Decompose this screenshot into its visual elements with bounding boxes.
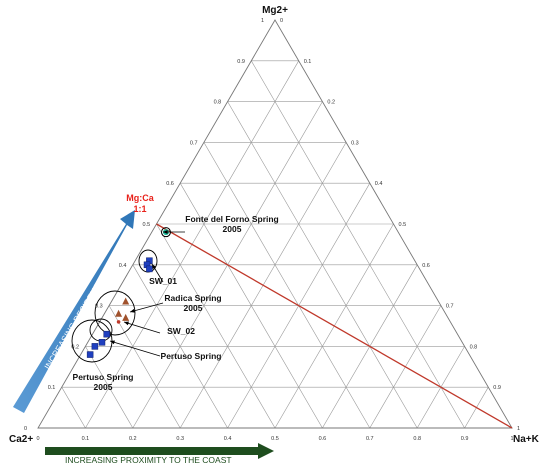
tick-label-bottom: 0.8 xyxy=(413,436,421,442)
annotation-arrow xyxy=(109,340,161,357)
grid-line-ca xyxy=(61,387,86,429)
tick-label-left: 0.9 xyxy=(237,59,245,65)
tick-labels: 0 0 0 0.1 0.1 0.1 0.2 0.2 0.2 0.3 0.3 0.3 0.4 0.4 0.4 0… xyxy=(24,18,520,442)
tick-label-bottom: 0.1 xyxy=(82,436,90,442)
proximity-arrow: INCREASING PROXIMITY TO THE COAST xyxy=(45,443,274,465)
apex-label-nak: Na+K xyxy=(513,434,540,445)
annotation-pertuso-spring-2005: 2005 xyxy=(94,382,113,392)
tick-label-bottom: 0.5 xyxy=(271,436,279,442)
annotation-radica-spring: Radica Spring xyxy=(164,293,221,303)
grid-line-ca xyxy=(132,264,228,429)
data-points xyxy=(86,227,171,358)
reference-line-label: 1:1 xyxy=(133,204,146,214)
tick-label-left: 0.6 xyxy=(166,181,174,187)
tick-label-right: 0 xyxy=(280,18,283,24)
data-point-pertuso-spring xyxy=(98,339,106,346)
annotation-fonte-del-forno: Fonte del Forno Spring xyxy=(185,214,279,224)
reference-line-label: Mg:Ca xyxy=(126,193,154,203)
tick-label-right: 0.1 xyxy=(304,59,312,65)
data-point-pertuso-spring xyxy=(103,330,110,338)
grid-line-ca xyxy=(108,305,181,429)
residence-time-arrow: INCREASING RESIDENCE TIME xyxy=(13,210,135,413)
apex-label-mg: Mg2+ xyxy=(262,5,288,16)
group-circle xyxy=(94,290,136,336)
annotation-radica-spring: 2005 xyxy=(184,303,203,313)
data-point-sw-02 xyxy=(116,320,121,324)
data-point-sw-01 xyxy=(146,265,153,273)
tick-label-bottom: 1 xyxy=(510,436,513,442)
tick-label-right: 0.8 xyxy=(470,344,478,350)
tick-label-left: 0.8 xyxy=(214,100,222,106)
tick-label-left: 0.7 xyxy=(190,140,198,146)
tick-label-right: 1 xyxy=(517,426,520,432)
tick-label-right: 0.4 xyxy=(375,181,383,187)
tick-label-left: 0 xyxy=(24,426,27,432)
tick-label-right: 0.7 xyxy=(446,304,454,310)
annotation-fonte-del-forno: 2005 xyxy=(223,224,242,234)
data-point-pertuso-spring-2005 xyxy=(91,343,99,350)
annotation-pertuso-spring-2005: Pertuso Spring xyxy=(73,372,134,382)
tick-label-bottom: 0.3 xyxy=(176,436,184,442)
annotation-arrowhead xyxy=(152,264,157,269)
grid-line-ca xyxy=(85,346,134,429)
reference-line xyxy=(156,223,513,429)
annotation-arrow xyxy=(123,321,161,334)
data-point-radica-spring-2005 xyxy=(122,313,130,321)
reference-line-group: Mg:Ca1:1 xyxy=(126,193,513,429)
tick-label-left: 0.4 xyxy=(119,263,127,269)
grid-line-ca xyxy=(203,142,371,429)
annotation-arrowhead xyxy=(163,230,168,234)
proximity-arrow-shape xyxy=(45,443,274,459)
tick-label-left: 0.5 xyxy=(143,222,151,228)
grid-line-ca xyxy=(156,223,276,429)
data-point-radica-spring-2005 xyxy=(122,297,130,305)
annotation-sw-02: SW_02 xyxy=(167,326,195,336)
tick-label-left: 0.3 xyxy=(95,304,103,310)
data-point-radica-spring-2005 xyxy=(115,309,123,317)
tick-label-left: 0.1 xyxy=(48,385,56,391)
grid-line-ca xyxy=(251,60,465,429)
annotation-pertuso-spring: Pertuso Spring xyxy=(161,351,222,361)
residence-time-arrow-shape xyxy=(13,210,135,413)
tick-label-right: 0.3 xyxy=(351,140,359,146)
annotation-sw-01: SW_01 xyxy=(149,276,177,286)
annotation-arrowhead xyxy=(124,321,129,326)
tick-label-left: 0.2 xyxy=(71,344,79,350)
tick-label-left: 1 xyxy=(261,18,264,24)
proximity-label: INCREASING PROXIMITY TO THE COAST xyxy=(65,455,232,465)
tick-label-bottom: 0 xyxy=(36,436,39,442)
tick-label-bottom: 0.4 xyxy=(224,436,232,442)
annotation-arrowhead xyxy=(110,340,115,345)
tick-label-bottom: 0.6 xyxy=(319,436,327,442)
data-point-pertuso-spring-2005 xyxy=(86,351,94,358)
tick-label-right: 0.6 xyxy=(422,263,430,269)
tick-label-right: 0.2 xyxy=(327,100,335,106)
tick-label-bottom: 0.2 xyxy=(129,436,137,442)
tick-label-right: 0.9 xyxy=(493,385,501,391)
annotation-arrow xyxy=(129,302,164,313)
tick-label-right: 0.5 xyxy=(399,222,407,228)
apex-label-ca: Ca2+ xyxy=(9,434,33,445)
tick-label-bottom: 0.7 xyxy=(366,436,374,442)
residence-time-label: INCREASING RESIDENCE TIME xyxy=(42,257,117,371)
tick-label-bottom: 0.9 xyxy=(461,436,469,442)
annotation-arrowhead xyxy=(130,308,135,313)
